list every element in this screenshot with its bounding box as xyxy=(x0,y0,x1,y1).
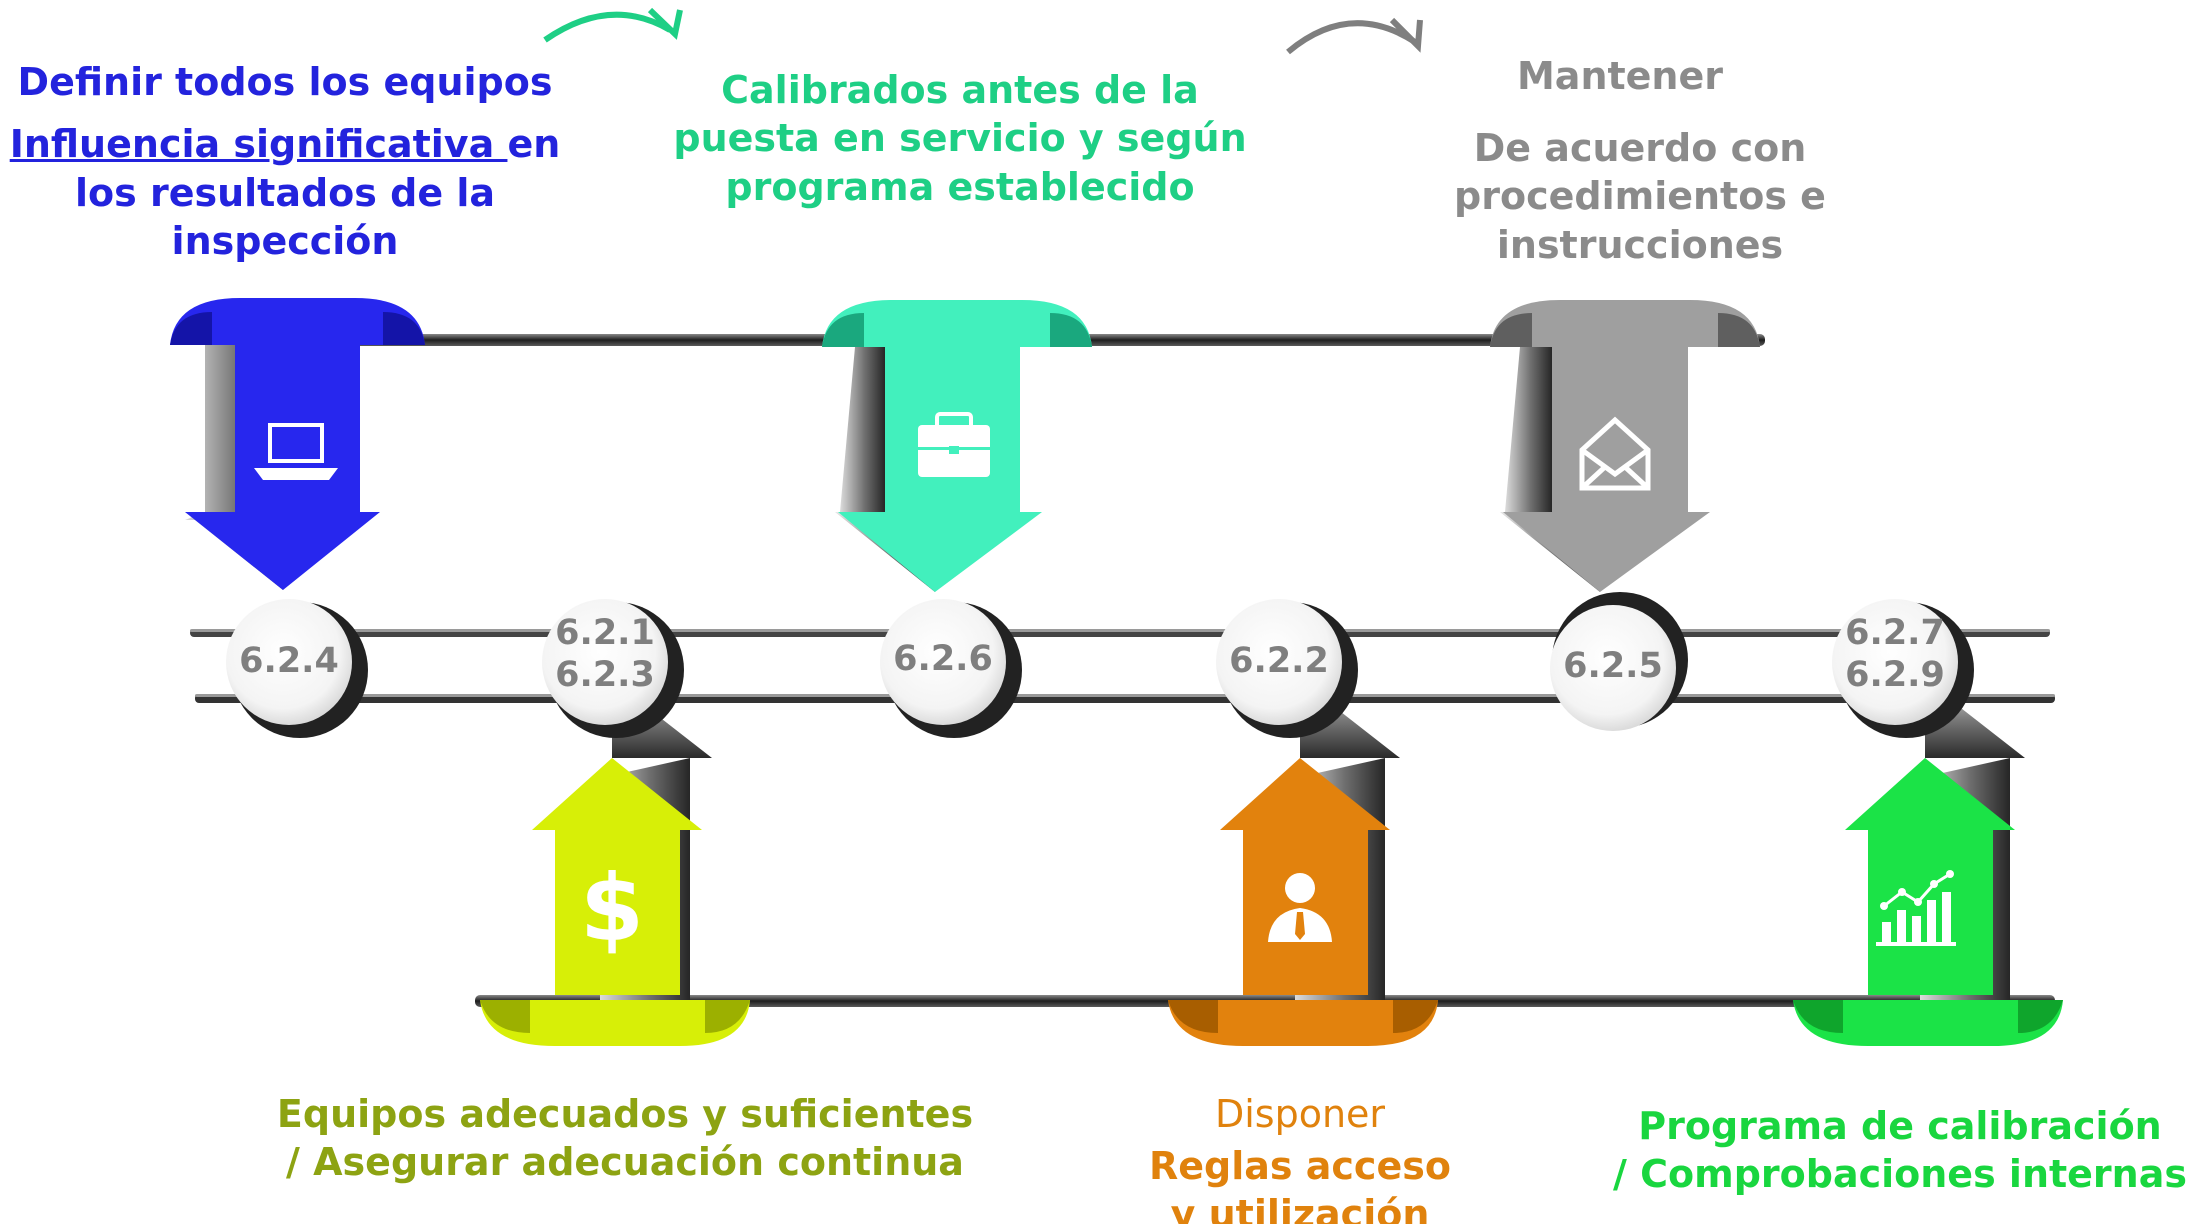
blue-line4: inspección xyxy=(171,218,399,263)
track-line-upper-hi xyxy=(190,629,2050,632)
node-6-2-6 xyxy=(880,599,1022,738)
up-arrow-lime xyxy=(480,680,750,1046)
green-text-block: Programa de calibración / Comprobaciones… xyxy=(1610,1102,2190,1199)
node-label-4-line1: 6.2.2 xyxy=(1229,641,1329,681)
node-label-3: 6.2.6 xyxy=(880,638,1006,680)
orange-title: Disponer xyxy=(1110,1090,1490,1138)
gray-text-block: De acuerdo con procedimientos e instrucc… xyxy=(1420,124,1860,269)
blue-line2: Influencia significativa en xyxy=(0,120,570,168)
node-label-1-line1: 6.2.4 xyxy=(239,641,339,681)
gray-title: Mantener xyxy=(1420,52,1820,100)
teal-line1: Calibrados antes de la xyxy=(721,68,1199,112)
node-6-2-1 xyxy=(542,599,684,738)
node-label-4: 6.2.2 xyxy=(1216,640,1342,682)
blue-text-block: Definir todos los equipos Influencia sig… xyxy=(0,58,570,265)
down-arrow-gray xyxy=(1490,300,1760,592)
up-arrow-green xyxy=(1793,680,2063,1046)
blue-line2-underlined: Influencia significativa xyxy=(9,122,508,167)
gray-line4: instrucciones xyxy=(1496,222,1784,267)
briefcase-icon xyxy=(918,412,990,477)
teal-line2: puesta en servicio y según xyxy=(673,116,1247,161)
curve-arrow-gray-head xyxy=(1389,17,1423,53)
track-line-lower-hi xyxy=(195,694,2055,697)
person-icon xyxy=(1268,873,1332,942)
lime-line2: / Asegurar adecuación continua xyxy=(286,1140,964,1185)
node-6-2-4 xyxy=(226,599,368,738)
node-6-2-5 xyxy=(1550,592,1688,731)
node-label-1: 6.2.4 xyxy=(226,640,352,682)
node-label-5: 6.2.5 xyxy=(1550,645,1676,687)
lime-text-block: Equipos adecuados y suficientes / Asegur… xyxy=(255,1090,995,1187)
curve-arrow-teal-head xyxy=(647,7,683,40)
gray-line2: De acuerdo con xyxy=(1473,126,1807,170)
node-6-2-7 xyxy=(1832,599,1974,738)
green-line2: / Comprobaciones internas xyxy=(1613,1152,2187,1197)
node-label-3-line1: 6.2.6 xyxy=(893,639,993,679)
envelope-icon xyxy=(1579,416,1651,491)
lime-line1: Equipos adecuados y suficientes xyxy=(276,1092,974,1136)
node-label-6: 6.2.7 6.2.9 xyxy=(1832,612,1958,696)
green-line1: Programa de calibración xyxy=(1638,1104,2162,1148)
gray-line3: procedimientos e xyxy=(1454,174,1826,219)
node-label-6-line2: 6.2.9 xyxy=(1845,655,1945,695)
blue-line1: Definir todos los equipos xyxy=(17,60,553,104)
gray-line1: Mantener xyxy=(1516,54,1723,98)
node-label-2-line1: 6.2.1 xyxy=(555,613,655,653)
orange-text-block: Reglas acceso y utilización xyxy=(1110,1142,1490,1224)
growth-chart-icon xyxy=(1876,870,1956,946)
orange-line3: y utilización xyxy=(1170,1192,1430,1224)
node-label-6-line1: 6.2.7 xyxy=(1845,613,1945,653)
orange-line2: Reglas acceso xyxy=(1149,1144,1451,1188)
teal-line3: programa establecido xyxy=(725,164,1195,209)
node-label-2-line2: 6.2.3 xyxy=(555,655,655,695)
dollar-icon: $ xyxy=(580,855,644,962)
down-arrow-blue xyxy=(170,298,425,590)
blue-line2-rest: en xyxy=(507,122,561,167)
node-label-2: 6.2.1 6.2.3 xyxy=(542,612,668,696)
node-6-2-2 xyxy=(1216,599,1358,738)
laptop-icon xyxy=(254,423,338,480)
orange-line1: Disponer xyxy=(1214,1092,1386,1136)
curve-arrow-gray xyxy=(1286,20,1417,55)
curve-arrow-teal xyxy=(543,11,672,43)
teal-text-block: Calibrados antes de la puesta en servici… xyxy=(670,66,1250,211)
blue-line3: los resultados de la xyxy=(74,170,496,215)
node-label-5-line1: 6.2.5 xyxy=(1563,646,1663,686)
